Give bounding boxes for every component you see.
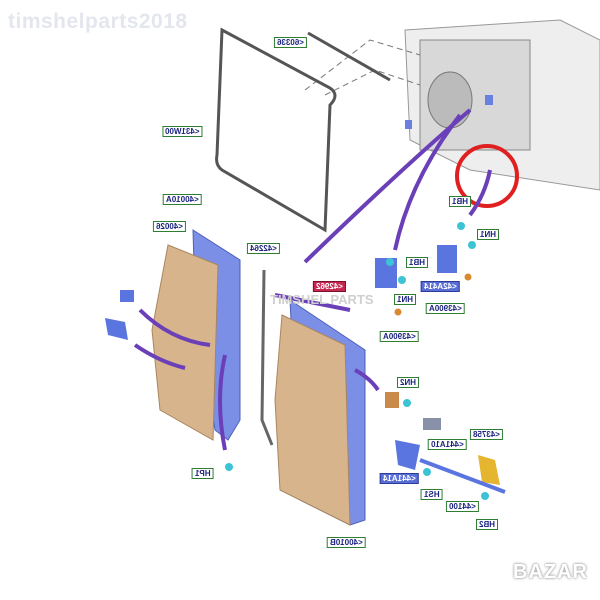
part-label-43100[interactable]: <431W00 [162, 126, 203, 137]
bracket-part [105, 318, 128, 340]
bumper-block [385, 392, 399, 408]
part-label-60336[interactable]: <60336 [274, 37, 307, 48]
part-label-40010b[interactable]: <40010B [327, 537, 366, 548]
fasteners [225, 222, 489, 500]
part-label-hp1[interactable]: HP1 [192, 468, 214, 479]
part-label-441a14[interactable]: <441A14 [380, 473, 419, 484]
part-label-42962[interactable]: <42962 [313, 281, 346, 292]
part-label-hb1-mid[interactable]: HB1 [406, 257, 429, 268]
rod-part [419, 458, 506, 494]
part-label-hn1-top[interactable]: HN1 [477, 229, 500, 240]
part-label-441a10[interactable]: <441A10 [428, 439, 467, 450]
left-door-panel [151, 244, 219, 441]
part-label-44100[interactable]: <44100 [446, 501, 479, 512]
nuts [394, 273, 472, 316]
van-rear-body [404, 19, 600, 191]
latch-part [395, 440, 420, 470]
weather-strip [260, 269, 274, 446]
bumper-part [120, 290, 134, 302]
highlight-circle [455, 144, 519, 208]
part-label-42264[interactable]: <42264 [247, 243, 280, 254]
part-label-hn1-mid[interactable]: HN1 [394, 294, 417, 305]
handle-part [423, 418, 441, 430]
window-seal [215, 27, 337, 233]
part-label-43900a-right[interactable]: <43900A [426, 303, 465, 314]
bazar-logo: BAZAR [513, 561, 588, 583]
part-label-40026[interactable]: <40026 [153, 221, 186, 232]
assembly-arrows [133, 108, 492, 451]
part-label-42a414[interactable]: <42A414 [421, 281, 460, 292]
part-label-hn2[interactable]: HN2 [397, 377, 420, 388]
part-label-43758[interactable]: <43758 [470, 429, 503, 440]
center-watermark: TIMSHEL PARTS [270, 292, 374, 307]
striker-part [478, 455, 500, 485]
watermark-text: timshelparts2018 [8, 10, 188, 33]
part-label-hs1[interactable]: HS1 [421, 489, 443, 500]
right-door-panel [274, 314, 351, 526]
part-label-40010a[interactable]: <40010A [163, 194, 202, 205]
window-strip [307, 31, 391, 82]
hinge-right [437, 245, 457, 273]
part-label-43900a-bottom[interactable]: <43900A [380, 331, 419, 342]
dashed-outline [304, 39, 421, 96]
part-label-hb2[interactable]: HB2 [476, 519, 499, 530]
part-label-hb1-top[interactable]: HB1 [449, 196, 472, 207]
